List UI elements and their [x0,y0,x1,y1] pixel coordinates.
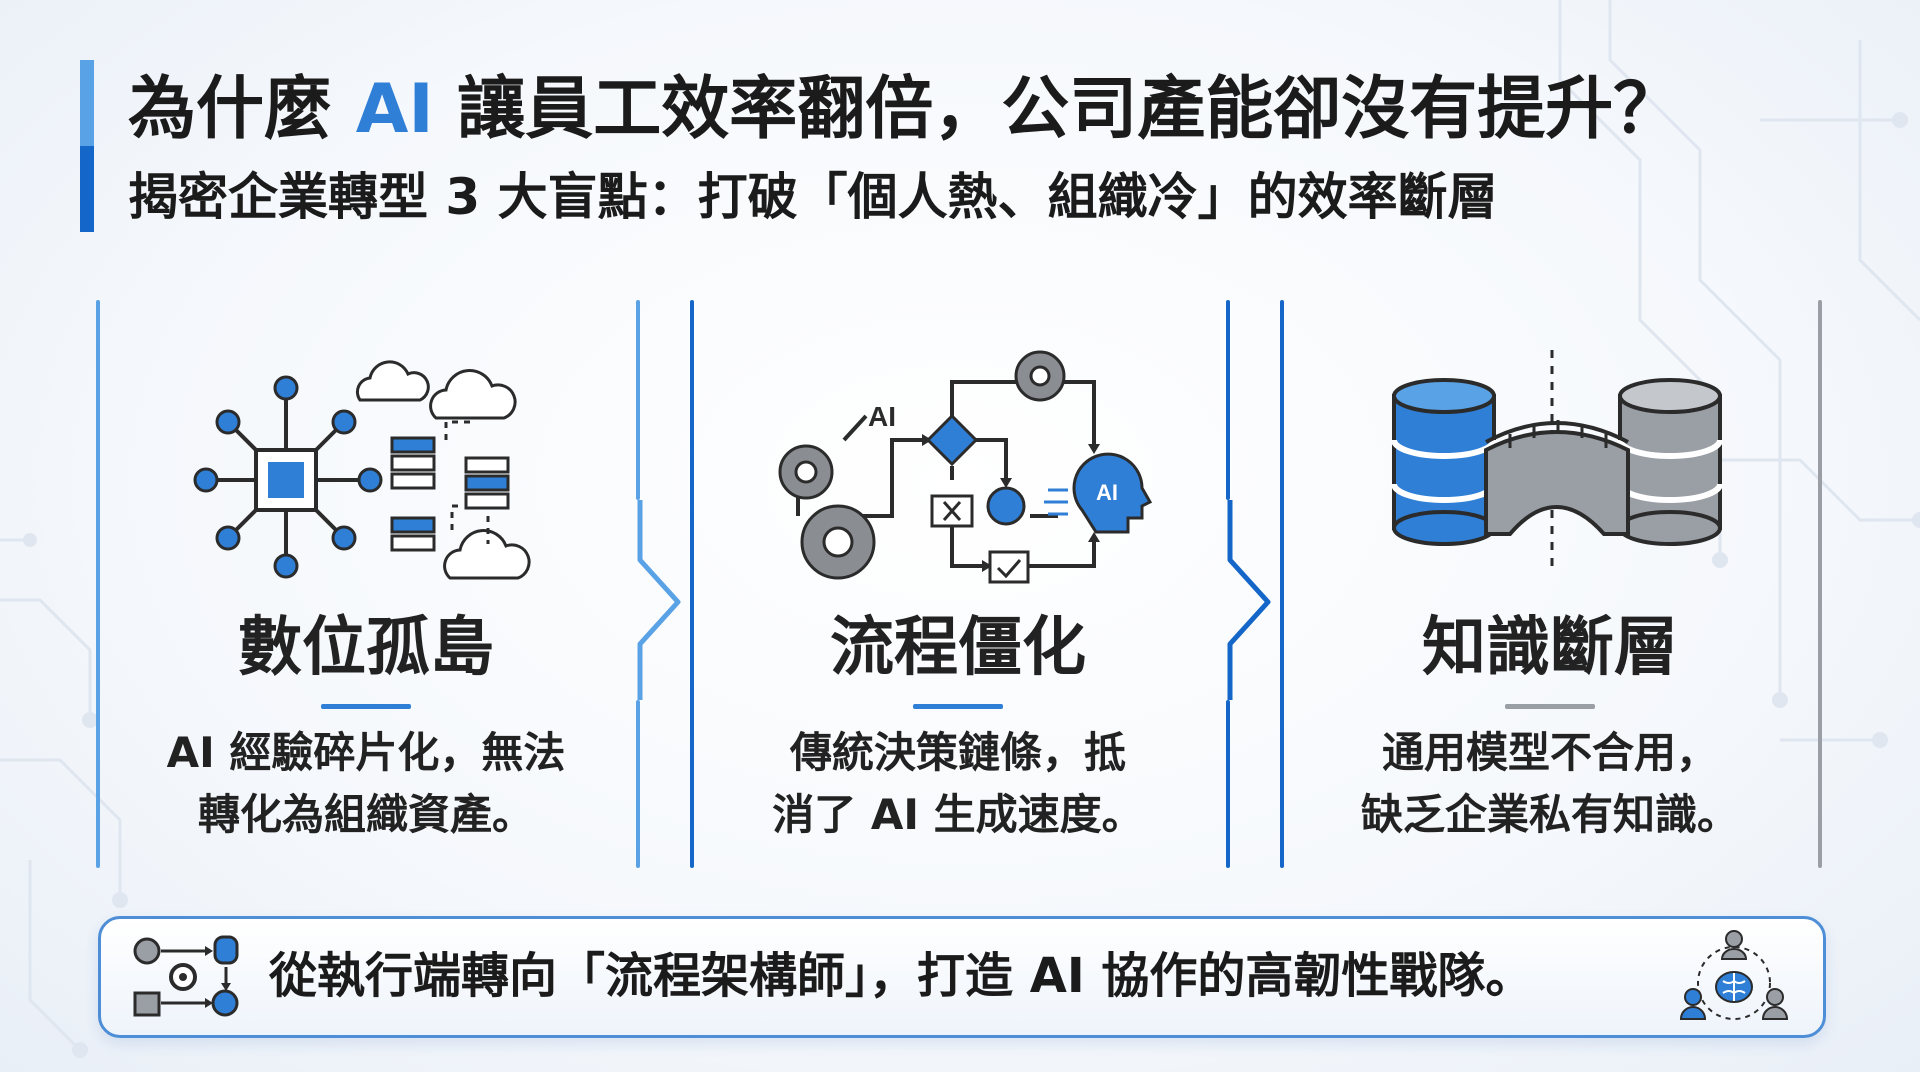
divider-line-bottom-right [1226,700,1230,868]
card-rigid-process: AI AI 流程僵化 傳統決策鏈條，抵 消了 AI 生成速度。 [698,290,1218,870]
title-accent-bar [80,60,94,232]
card-description-line: 傳統決策鏈條，抵 [789,728,1126,777]
banner-text: 從執行端轉向「流程架構師」，打造 AI 協作的高韌性戰隊。 [269,948,1534,1004]
card-description: 通用模型不合用， 缺乏企業私有知識。 [1330,722,1770,846]
divider-left [96,300,100,868]
card-underline [321,704,411,709]
card-heading: 流程僵化 [830,611,1086,685]
card-description: 傳統決策鏈條，抵 消了 AI 生成速度。 [738,722,1178,846]
chevron-right-icon [637,500,681,700]
divider-line-top-left [636,300,640,500]
card-digital-island: 數位孤島 AI 經驗碎片化，無法 轉化為組織資產。 [106,290,626,870]
workflow-ai-label: AI [868,401,896,432]
chevron-right-icon [1227,500,1271,700]
team-brain-icon [1679,930,1789,1020]
divider-second [690,300,694,868]
blind-spot-cards: 數位孤島 AI 經驗碎片化，無法 轉化為組織資產。 [0,290,1920,870]
card-knowledge-gap: 知識斷層 通用模型不合用， 缺乏企業私有知識。 [1290,290,1810,870]
page-subtitle: 揭密企業轉型 3 大盲點：打破「個人熱、組織冷」的效率斷層 [128,168,1498,226]
card-description: AI 經驗碎片化，無法 轉化為組織資產。 [146,722,586,846]
page-title: 為什麼 AI 讓員工效率翻倍，公司產能卻沒有提升？ [128,62,1681,158]
digital-island-illustration-icon [193,360,531,580]
bottom-banner: 從執行端轉向「流程架構師」，打造 AI 協作的高韌性戰隊。 [98,916,1826,1038]
title-highlight: AI [355,70,434,149]
card-description-line: 缺乏企業私有知識。 [1360,790,1739,839]
divider-line-top-right [1226,300,1230,500]
card-description-line: 通用模型不合用， [1381,728,1718,777]
title-part-before: 為什麼 [128,70,356,149]
workflow-illustration-icon: AI AI [778,350,1153,584]
divider-line-bottom-left [636,700,640,868]
process-flow-icon [133,935,239,1017]
divider-third [1280,300,1284,868]
database-bridge-illustration-icon [1391,350,1723,570]
title-part-after: 讓員工效率翻倍，公司產能卻沒有提升？ [433,70,1682,149]
brain-ai-label: AI [1096,480,1118,505]
card-description-line: AI 經驗碎片化，無法 [166,728,566,777]
card-heading: 數位孤島 [238,611,494,685]
divider-right [1818,300,1822,868]
card-underline [1505,704,1595,709]
card-description-line: 消了 AI 生成速度。 [772,790,1144,839]
card-underline [913,704,1003,709]
card-heading: 知識斷層 [1422,611,1678,685]
card-description-line: 轉化為組織資產。 [197,790,534,839]
